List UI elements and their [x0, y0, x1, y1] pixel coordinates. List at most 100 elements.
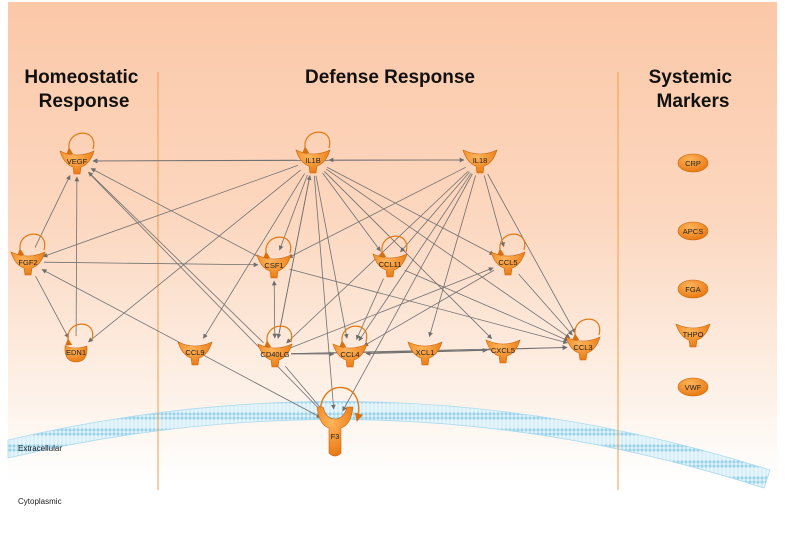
node-ccl11[interactable]: CCL11: [372, 235, 408, 278]
self-loop-il1b: [302, 131, 331, 154]
node-label-il1b: IL1B: [305, 156, 320, 165]
node-shape-ccl3: [565, 336, 601, 361]
node-shape-ccl5: [490, 251, 526, 276]
node-ccl4[interactable]: CCL4: [332, 325, 368, 368]
node-ccl5[interactable]: CCL5: [490, 233, 526, 276]
edge-il1b-f3: [313, 175, 336, 410]
node-shape-apcs: [677, 221, 709, 241]
edge-il18-csf1: [287, 166, 466, 259]
node-label-thpo: THPO: [683, 330, 704, 339]
node-shape-cd40lg: [257, 343, 293, 368]
cell-membrane: [7, 401, 771, 489]
edge-il18-ccl11: [400, 171, 470, 253]
section-title-systemic: Systemic Markers: [649, 67, 738, 112]
node-shape-fgf2: [10, 251, 46, 276]
node-ccl9[interactable]: CCL9: [177, 341, 213, 366]
self-loop-ccl5: [497, 233, 526, 256]
node-cxcl5[interactable]: CXCL5: [485, 339, 521, 364]
node-shape-ccl9: [177, 341, 213, 366]
node-label-crp: CRP: [685, 159, 701, 168]
node-vwf[interactable]: VWF: [677, 377, 709, 397]
node-label-f3: F3: [331, 432, 340, 441]
node-il18[interactable]: IL18: [462, 149, 498, 174]
edge-il1b-csf1: [278, 174, 308, 251]
edge-edn1-vegf: [74, 176, 80, 337]
node-label-apcs: APCS: [683, 227, 703, 236]
node-vegf[interactable]: VEGF: [59, 132, 95, 175]
node-shape-crp: [677, 153, 709, 173]
edge-il1b-ccl3: [325, 168, 571, 339]
node-xcl1[interactable]: XCL1: [407, 341, 443, 366]
edge-ccl5-ccl3: [518, 273, 573, 336]
edge-il18-ccl4: [358, 173, 472, 342]
node-label-cxcl5: CXCL5: [491, 346, 515, 355]
node-shape-f3: [316, 406, 354, 457]
node-csf1[interactable]: CSF1: [256, 236, 292, 279]
node-f3[interactable]: F3: [316, 386, 364, 457]
self-loop-ccl11: [379, 235, 408, 258]
edge-csf1-vegf: [90, 168, 261, 258]
node-shape-xcl1: [407, 341, 443, 366]
node-label-ccl5: CCL5: [498, 258, 517, 267]
edge-ccl11-ccl3: [404, 269, 569, 342]
edge-vegf-f3: [87, 172, 325, 414]
edge-fgf2-vegf: [34, 174, 71, 248]
node-label-vwf: VWF: [685, 383, 702, 392]
section-title-defense: Defense Response: [305, 67, 475, 88]
region-label-extracellular: Extracellular: [18, 444, 62, 453]
self-loop-vegf: [66, 132, 95, 155]
edge-cd40lg-vegf: [88, 171, 264, 344]
edge-il1b-ccl5: [327, 167, 495, 255]
node-shape-fga: [677, 279, 709, 299]
edge-csf1-ccl3: [289, 268, 568, 345]
node-shape-cxcl5: [485, 339, 521, 364]
edge-ccl5-ccl4: [363, 269, 495, 347]
node-apcs[interactable]: APCS: [677, 221, 709, 241]
self-loop-cd40lg: [264, 325, 293, 348]
node-shape-ccl11: [372, 253, 408, 278]
node-label-ccl11: CCL11: [379, 260, 402, 269]
region-label-cytoplasmic: Cytoplasmic: [18, 497, 62, 506]
node-fgf2[interactable]: FGF2: [10, 233, 46, 276]
self-loop-edn1: [65, 323, 94, 346]
node-cd40lg[interactable]: CD40LG: [257, 325, 293, 368]
section-title-homeostatic: Homeostatic Response: [24, 67, 143, 112]
node-label-csf1: CSF1: [264, 261, 283, 270]
edge-fgf2-csf1: [43, 261, 259, 268]
node-label-ccl3: CCL3: [573, 343, 592, 352]
node-label-fgf2: FGF2: [18, 258, 37, 267]
node-shape-ccl4: [332, 343, 368, 368]
edge-cd40lg-csf1: [271, 280, 278, 339]
edge-il1b-edn1: [88, 169, 301, 343]
node-shape-il18: [462, 149, 498, 174]
self-loop-fgf2: [17, 233, 46, 256]
edge-il1b-ccl4: [315, 175, 349, 339]
edge-il18-xcl1: [428, 175, 476, 338]
edge-il18-ccl5: [483, 175, 505, 248]
edge-cd40lg-ccl5: [289, 267, 494, 349]
node-shape-thpo: [675, 323, 711, 348]
node-crp[interactable]: CRP: [677, 153, 709, 173]
node-shape-vegf: [59, 150, 95, 175]
edge-fgf2-edn1: [35, 275, 69, 339]
node-shape-edn1: [64, 345, 88, 363]
node-label-cd40lg: CD40LG: [260, 350, 289, 359]
node-edn1[interactable]: EDN1: [64, 323, 94, 363]
edge-il18-vegf: [92, 158, 465, 164]
node-label-fga: FGA: [685, 285, 700, 294]
edge-il1b-fgf2: [42, 165, 299, 258]
node-ccl3[interactable]: CCL3: [565, 318, 601, 361]
self-loop-f3: [319, 386, 364, 422]
edge-ccl11-ccl4: [356, 278, 384, 340]
node-il1b[interactable]: IL1B: [295, 131, 331, 174]
node-shape-vwf: [677, 377, 709, 397]
edge-il1b-ccl11: [322, 172, 381, 252]
node-shape-csf1: [256, 254, 292, 279]
node-thpo[interactable]: THPO: [675, 323, 711, 348]
edge-il18-f3: [342, 173, 473, 412]
edge-il18-ccl3: [487, 173, 576, 334]
node-fga[interactable]: FGA: [677, 279, 709, 299]
